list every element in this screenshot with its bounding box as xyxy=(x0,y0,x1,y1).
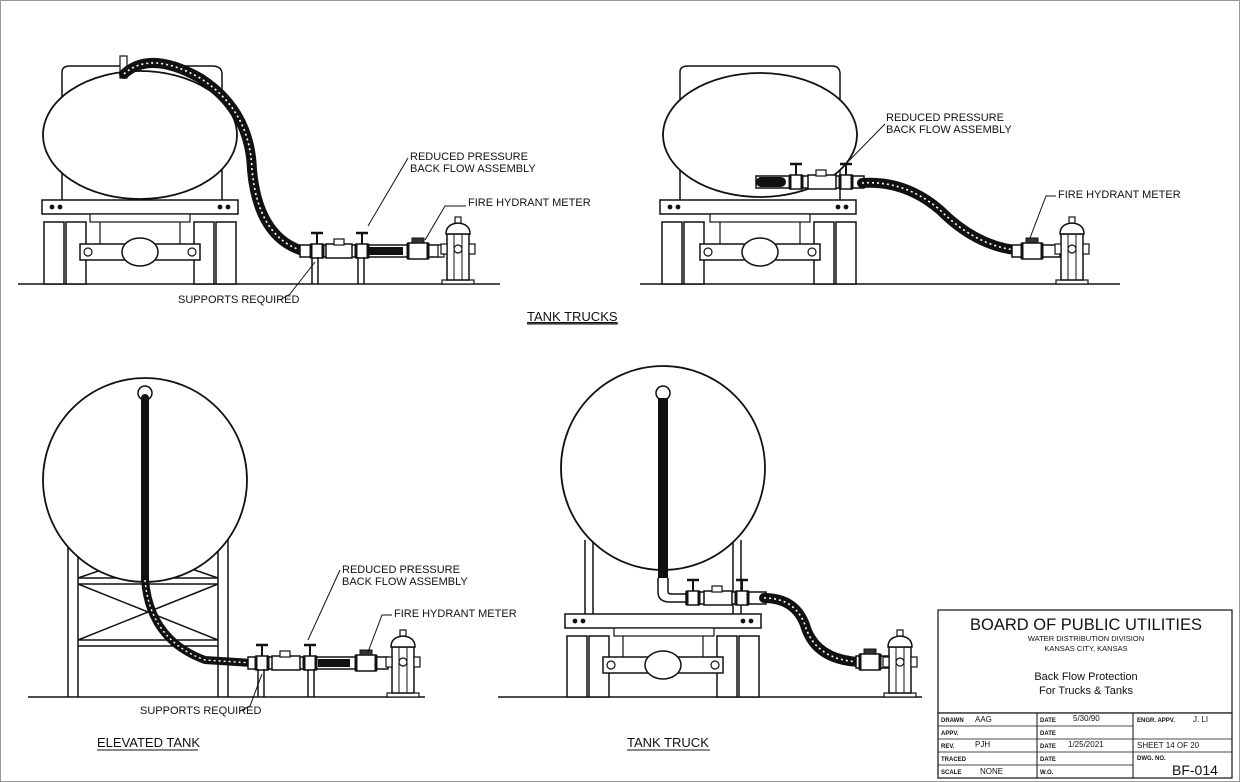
date-label-2: DATE xyxy=(1040,731,1056,737)
panel-tank-truck-2: REDUCED PRESSURE BACK FLOW ASSEMBLY FIRE… xyxy=(640,65,1181,285)
caption-tank-truck: TANK TRUCK xyxy=(627,735,709,750)
wheel xyxy=(43,221,65,285)
label-supports-required: SUPPORTS REQUIRED xyxy=(140,705,261,717)
engr-appv-value: J. LI xyxy=(1193,715,1208,724)
title-block-org: BOARD OF PUBLIC UTILITIES xyxy=(970,615,1202,634)
label-supports-required: SUPPORTS REQUIRED xyxy=(178,294,299,306)
date-label-3: DATE xyxy=(1040,744,1056,750)
label-rpba-line2: BACK FLOW ASSEMBLY xyxy=(886,124,1012,136)
drawing-title-line2: For Trucks & Tanks xyxy=(1039,685,1133,697)
title-block-city: KANSAS CITY, KANSAS xyxy=(1044,644,1127,653)
drawn-label: DRAWN xyxy=(941,718,964,724)
label-fire-hydrant-meter: FIRE HYDRANT METER xyxy=(1058,189,1181,201)
panel-tank-truck-1: REDUCED PRESSURE BACK FLOW ASSEMBLY FIRE… xyxy=(18,55,591,306)
scale-value: NONE xyxy=(980,767,1003,776)
caption-tank-trucks: TANK TRUCKS xyxy=(527,309,618,324)
hose xyxy=(857,177,1020,255)
date-value-3: 1/25/2021 xyxy=(1068,740,1104,749)
rev-label: REV. xyxy=(941,744,955,750)
title-block-division: WATER DISTRIBUTION DIVISION xyxy=(1028,634,1144,643)
sheet-number: SHEET 14 OF 20 xyxy=(1137,741,1200,750)
label-rpba-line1: REDUCED PRESSURE xyxy=(886,112,1004,124)
truck-tank xyxy=(662,72,858,198)
traced-label: TRACED xyxy=(941,757,967,763)
label-rpba-line2: BACK FLOW ASSEMBLY xyxy=(410,163,536,175)
drawn-value: AAG xyxy=(975,715,992,724)
label-rpba-line1: REDUCED PRESSURE xyxy=(410,151,528,163)
date-label-4: DATE xyxy=(1040,757,1056,763)
panel-tank-truck-3 xyxy=(498,365,922,698)
rev-value: PJH xyxy=(975,740,990,749)
date-label-1: DATE xyxy=(1040,718,1056,724)
label-rpba-line2: BACK FLOW ASSEMBLY xyxy=(342,576,468,588)
dwg-no-label: DWG. NO. xyxy=(1137,756,1166,762)
title-block: BOARD OF PUBLIC UTILITIES WATER DISTRIBU… xyxy=(937,609,1233,779)
wo-label: W.O. xyxy=(1040,770,1054,776)
truck-bed xyxy=(41,199,239,215)
drawing-title-line1: Back Flow Protection xyxy=(1034,671,1137,683)
engr-appv-label: ENGR. APPV. xyxy=(1137,718,1175,724)
date-value-1: 5/30/90 xyxy=(1073,714,1100,723)
scale-label: SCALE xyxy=(941,770,961,776)
label-fire-hydrant-meter: FIRE HYDRANT METER xyxy=(468,197,591,209)
appv-label: APPV. xyxy=(941,731,959,737)
hose xyxy=(759,593,865,667)
label-rpba-line1: REDUCED PRESSURE xyxy=(342,564,460,576)
dwg-no-value: BF-014 xyxy=(1172,762,1218,778)
caption-elevated-tank: ELEVATED TANK xyxy=(97,735,200,750)
panel-elevated-tank: REDUCED PRESSURE BACK FLOW ASSEMBLY FIRE… xyxy=(28,377,517,717)
truck-tank xyxy=(42,70,238,200)
label-fire-hydrant-meter: FIRE HYDRANT METER xyxy=(394,608,517,620)
